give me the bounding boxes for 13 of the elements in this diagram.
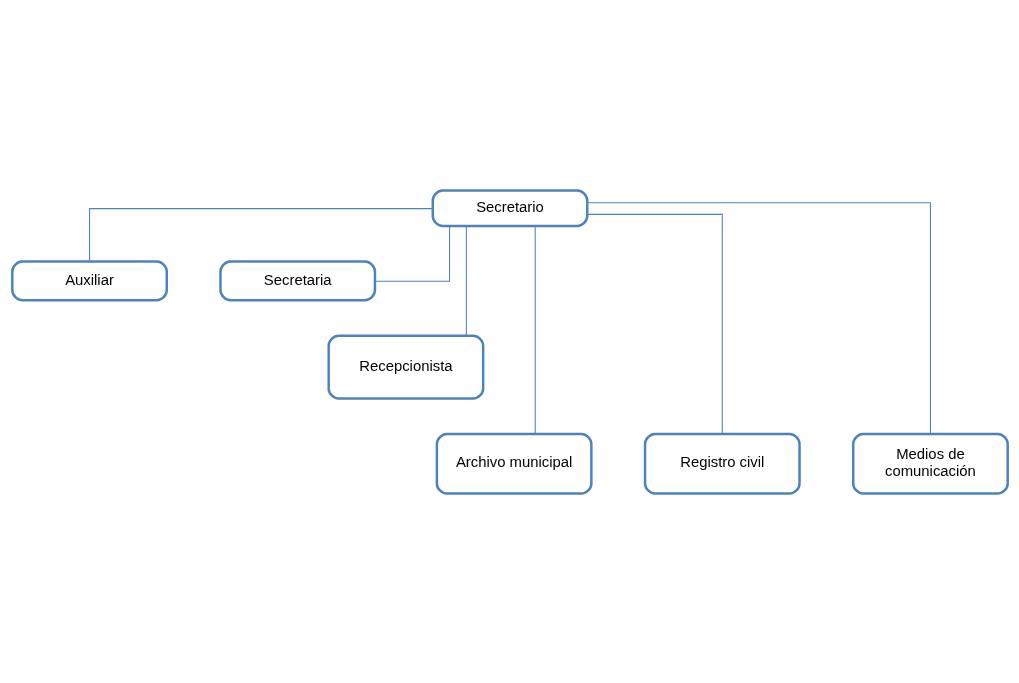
connector bbox=[586, 201, 931, 434]
connector bbox=[465, 225, 467, 336]
node-box: Registro civil bbox=[643, 432, 801, 495]
node-box: Medios de comunicación bbox=[851, 432, 1009, 495]
connector bbox=[586, 213, 723, 435]
node-box: Archivo municipal bbox=[435, 432, 593, 495]
connector bbox=[88, 207, 433, 262]
connector bbox=[534, 225, 536, 435]
node-box: Recepcionista bbox=[326, 334, 484, 400]
node-box: Auxiliar bbox=[10, 259, 168, 301]
connector bbox=[373, 225, 450, 282]
node-box: Secretario bbox=[431, 188, 588, 227]
node-box: Secretaria bbox=[218, 259, 376, 301]
